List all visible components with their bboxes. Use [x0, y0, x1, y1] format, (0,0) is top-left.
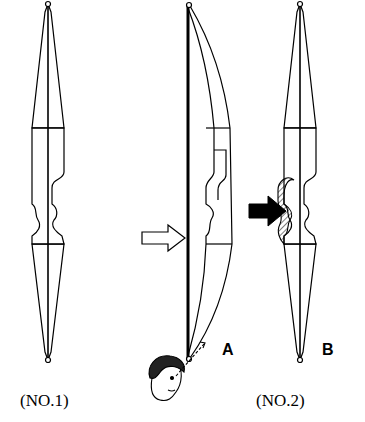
figure-number: (NO.2) [256, 392, 305, 409]
figure-number: (NO.1) [20, 392, 69, 409]
eye-viewer [149, 342, 205, 401]
bow-side [187, 3, 233, 362]
bow-front [32, 2, 64, 363]
solid-arrow [249, 196, 286, 226]
hollow-arrow [142, 225, 185, 251]
view-label: A [222, 342, 234, 358]
bow-front-grip [278, 2, 316, 363]
view-label: B [322, 342, 334, 358]
